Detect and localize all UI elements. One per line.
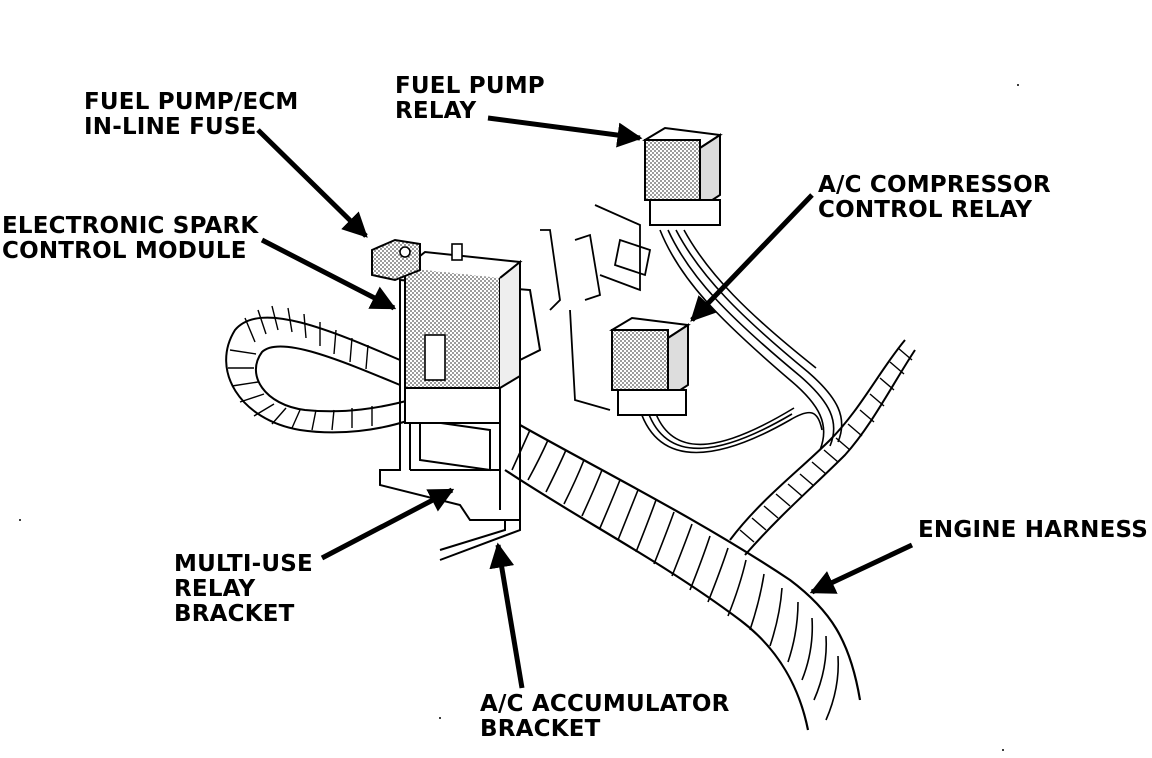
fuel-pump-relay-body — [642, 126, 723, 226]
label-fuel-pump-relay-line1: FUEL PUMP — [395, 73, 545, 99]
label-ac-accumulator-bracket-line1: A/C ACCUMULATOR — [480, 691, 730, 717]
label-fuel-pump-fuse-line1: FUEL PUMP/ECM — [84, 89, 299, 115]
label-ac-compressor-relay-line2: CONTROL RELAY — [818, 197, 1033, 223]
label-multi-use-bracket-line1: MULTI-USE — [174, 551, 313, 577]
leader-arrows — [256, 115, 914, 689]
label-fuel-pump-relay-line2: RELAY — [395, 98, 477, 124]
spark-module-body — [404, 250, 523, 424]
harness-branch — [729, 339, 916, 556]
label-spark-control-module: ELECTRONIC SPARK CONTROL MODULE — [2, 214, 258, 264]
print-specks — [19, 84, 1019, 751]
label-fuel-pump-relay: FUEL PUMP RELAY — [395, 74, 545, 124]
label-spark-control-module-line2: CONTROL MODULE — [2, 238, 247, 264]
label-ac-compressor-relay: A/C COMPRESSOR CONTROL RELAY — [818, 173, 1051, 223]
label-spark-control-module-line1: ELECTRONIC SPARK — [2, 213, 259, 239]
label-multi-use-bracket-line2: RELAY — [174, 576, 256, 602]
label-fuel-pump-fuse-line2: IN-LINE FUSE — [84, 114, 257, 140]
ac-relay-body — [609, 316, 691, 416]
fuse-holder-body — [371, 238, 463, 282]
label-engine-harness: ENGINE HARNESS — [918, 518, 1148, 543]
engine-harness — [504, 424, 862, 731]
label-ac-accumulator-bracket: A/C ACCUMULATOR BRACKET — [480, 692, 730, 742]
label-ac-compressor-relay-line1: A/C COMPRESSOR — [818, 172, 1051, 198]
label-ac-accumulator-bracket-line2: BRACKET — [480, 716, 601, 742]
label-fuel-pump-fuse: FUEL PUMP/ECM IN-LINE FUSE — [84, 90, 299, 140]
mounting-tabs — [540, 204, 652, 411]
label-multi-use-bracket: MULTI-USE RELAY BRACKET — [174, 552, 313, 627]
left-conduit — [225, 305, 411, 434]
label-multi-use-bracket-line3: BRACKET — [174, 601, 295, 627]
label-engine-harness-line1: ENGINE HARNESS — [918, 517, 1148, 543]
relay-wires — [639, 229, 843, 454]
